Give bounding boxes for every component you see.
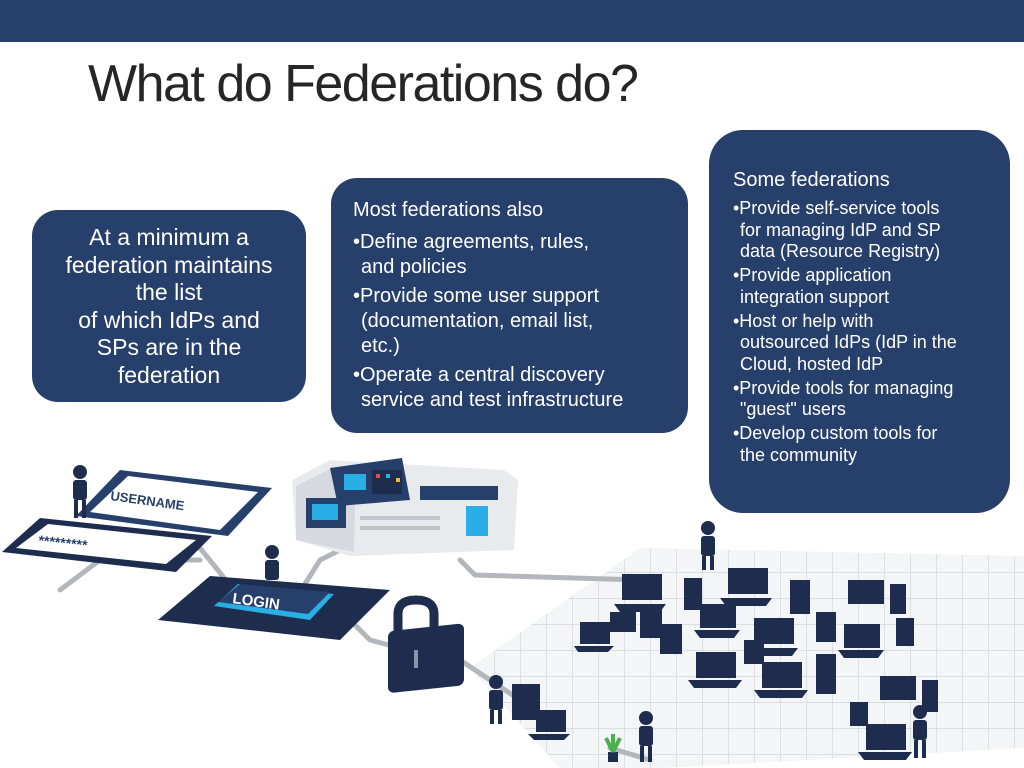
computer-icon <box>848 580 906 614</box>
some-bullet: •Provide tools for managing <box>733 377 954 398</box>
some-bullet-cont: data (Resource Registry) <box>740 241 941 261</box>
person-icon <box>489 675 503 724</box>
password-panel: ********* <box>2 518 212 572</box>
computer-terminals <box>512 568 938 760</box>
computer-icon <box>512 684 540 720</box>
some-bullet: •Provide application <box>733 265 892 285</box>
some-bullet-cont: outsourced IdPs (IdP in the <box>740 332 957 352</box>
computer-icon <box>858 724 912 760</box>
username-panel: USERNAME <box>76 470 272 536</box>
computer-icon <box>838 624 884 658</box>
minimum-line: federation <box>117 361 221 388</box>
computer-icon <box>754 662 808 698</box>
most-bullet-cont: etc.) <box>361 335 400 357</box>
server-machine <box>292 458 518 556</box>
most-bullet: •Define agreements, rules, <box>353 231 590 253</box>
computer-icon <box>816 612 836 642</box>
some-heading: Some federations <box>733 169 890 191</box>
minimum-line: the list <box>135 279 203 305</box>
computer-icon <box>528 710 570 740</box>
computer-icon <box>850 702 868 726</box>
computer-icon <box>684 578 702 610</box>
most-bullet-cont: service and test infrastructure <box>361 389 624 411</box>
some-bullet: •Develop custom tools for <box>733 423 938 443</box>
computer-icon <box>574 622 614 652</box>
top-banner <box>0 0 1024 42</box>
some-bullet-cont: integration support <box>740 286 890 307</box>
minimum-line: federation maintains <box>65 251 273 278</box>
minimum-line: of which IdPs and <box>78 306 260 333</box>
computer-icon <box>790 580 810 614</box>
computer-icon <box>744 640 764 664</box>
person-icon <box>639 711 653 762</box>
padlock-icon <box>388 595 464 693</box>
computer-icon <box>688 652 742 688</box>
person-icon <box>73 465 87 518</box>
computer-icon <box>694 604 740 638</box>
people-figures <box>73 465 927 762</box>
most-bullet-cont: (documentation, email list, <box>361 310 594 332</box>
minimum-box: At a minimum a federation maintains the … <box>32 210 306 402</box>
some-bullet-cont: for managing IdP and SP <box>740 219 941 240</box>
most-heading: Most federations also <box>353 199 544 221</box>
most-bullet-cont: and policies <box>361 256 467 278</box>
minimum-line: At a minimum a <box>89 224 249 250</box>
computer-icon <box>880 676 938 712</box>
computer-icon <box>640 606 662 638</box>
minimum-line: SPs are in the <box>96 334 242 360</box>
computer-icon <box>660 624 682 654</box>
login-label: LOGIN <box>231 590 280 613</box>
some-bullet-cont: Cloud, hosted IdP <box>740 353 884 374</box>
login-panel: LOGIN <box>158 576 390 640</box>
password-mask: ********* <box>38 532 89 553</box>
some-bullet-cont: the community <box>740 444 858 465</box>
some-bullet-cont: "guest" users <box>740 399 846 419</box>
plant-icon <box>604 734 622 762</box>
person-icon <box>265 545 279 580</box>
some-bullet: •Host or help with <box>733 310 874 331</box>
computer-icon <box>610 612 636 632</box>
page-title: What do Federations do? <box>88 55 639 113</box>
most-bullet: •Provide some user support <box>353 285 600 307</box>
computer-icon <box>896 618 914 646</box>
federation-illustration: USERNAME ********* LOGIN <box>2 458 1024 768</box>
some-federations-box: Some federations •Provide self-service t… <box>709 130 1010 513</box>
computer-icon <box>816 654 836 694</box>
person-icon <box>701 521 715 570</box>
some-bullet: •Provide self-service tools <box>733 198 940 218</box>
most-federations-box: Most federations also •Define agreements… <box>331 178 688 433</box>
most-bullet: •Operate a central discovery <box>353 364 605 386</box>
